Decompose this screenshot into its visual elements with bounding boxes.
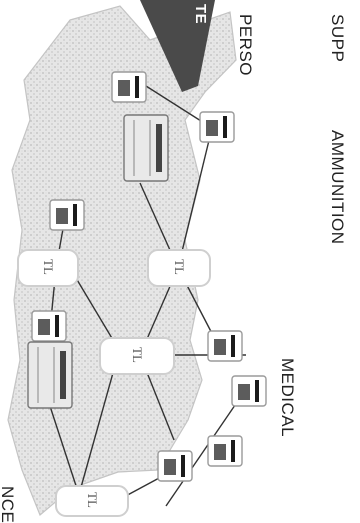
terminal-icon <box>208 436 242 466</box>
printer-icon <box>28 342 72 408</box>
terminal-icon <box>112 72 146 102</box>
label-maintenance: NCE <box>0 486 17 523</box>
hub: TL <box>18 250 78 286</box>
hub-label: TL <box>172 259 187 275</box>
hub-label: TL <box>130 347 145 363</box>
label-ammunition: AMMUNITION <box>328 130 347 245</box>
terminal-icon <box>50 200 84 230</box>
hub: TL <box>56 486 128 516</box>
hub-label: TL <box>85 492 100 508</box>
terminal-icon <box>232 376 266 406</box>
label-supply: SUPP <box>328 14 347 62</box>
terminal-icon <box>32 311 66 341</box>
terminal-icon <box>158 451 192 481</box>
hub-label: TL <box>41 259 56 275</box>
printer-icon <box>124 115 168 181</box>
hub: TL <box>148 250 210 286</box>
hub: TL <box>100 338 174 374</box>
banner-text: TE <box>192 4 209 24</box>
label-medical: MEDICAL <box>278 358 297 437</box>
label-personnel: PERSO <box>236 14 255 76</box>
terminal-icon <box>208 331 242 361</box>
terminal-icon <box>200 112 234 142</box>
